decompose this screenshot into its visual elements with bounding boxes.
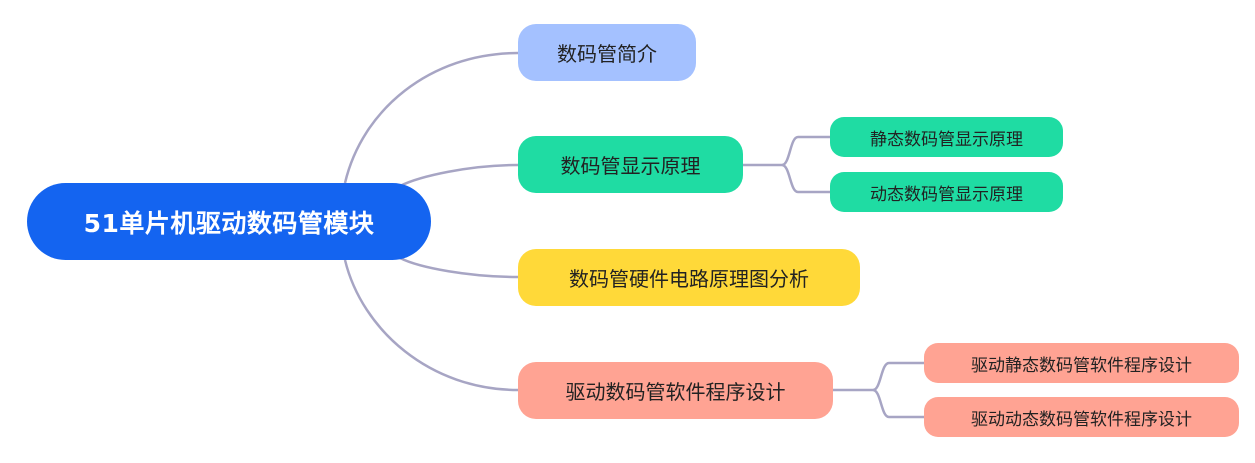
- connector-b2-c1: [743, 135, 830, 167]
- branch-node-intro[interactable]: 数码管简介: [518, 24, 696, 81]
- connector-b2-c2: [781, 163, 830, 194]
- leaf-node-static-principle[interactable]: 静态数码管显示原理: [830, 117, 1063, 157]
- connector-b4-c1: [833, 361, 924, 392]
- branch-node-display-principle[interactable]: 数码管显示原理: [518, 136, 743, 193]
- connector-root-b4: [343, 259, 519, 392]
- leaf-node-static-software[interactable]: 驱动静态数码管软件程序设计: [924, 343, 1239, 383]
- connector-root-b3: [399, 256, 519, 279]
- root-node[interactable]: 51单片机驱动数码管模块: [27, 183, 431, 260]
- leaf-node-dynamic-principle[interactable]: 动态数码管显示原理: [830, 172, 1063, 212]
- connector-root-b1: [343, 51, 519, 184]
- connector-b4-c2: [872, 388, 924, 419]
- leaf-node-dynamic-software[interactable]: 驱动动态数码管软件程序设计: [924, 397, 1239, 437]
- branch-node-software-design[interactable]: 驱动数码管软件程序设计: [518, 362, 833, 419]
- branch-node-hardware-analysis[interactable]: 数码管硬件电路原理图分析: [518, 249, 860, 306]
- connector-root-b2: [399, 163, 519, 188]
